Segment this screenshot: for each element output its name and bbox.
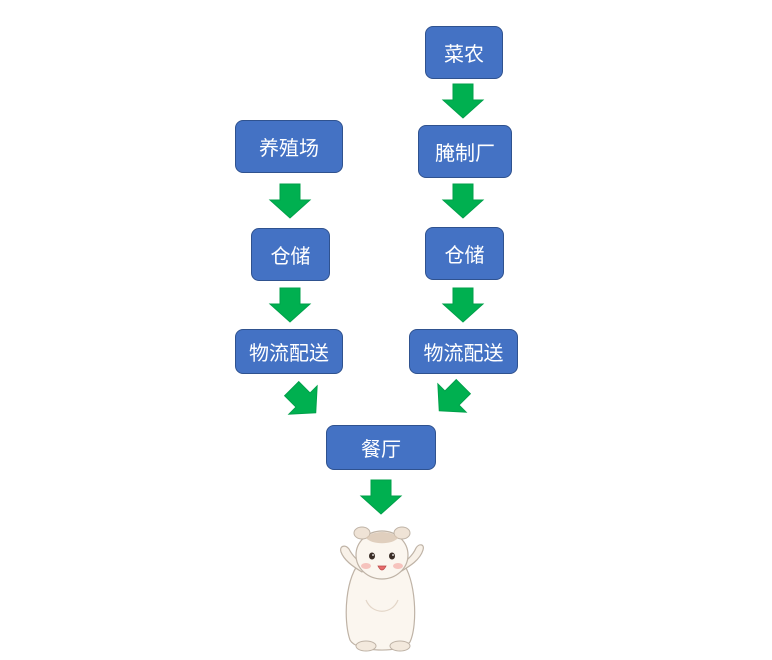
node-logistics-left: 物流配送 — [235, 329, 343, 374]
node-breeding-farm: 养殖场 — [235, 120, 343, 173]
node-storage-left: 仓储 — [251, 228, 330, 281]
node-logistics-right: 物流配送 — [409, 329, 518, 374]
node-pickling-factory: 腌制厂 — [418, 125, 512, 178]
node-farmer: 菜农 — [425, 26, 503, 79]
node-restaurant: 餐厅 — [326, 425, 436, 470]
node-storage-right: 仓储 — [425, 227, 504, 280]
